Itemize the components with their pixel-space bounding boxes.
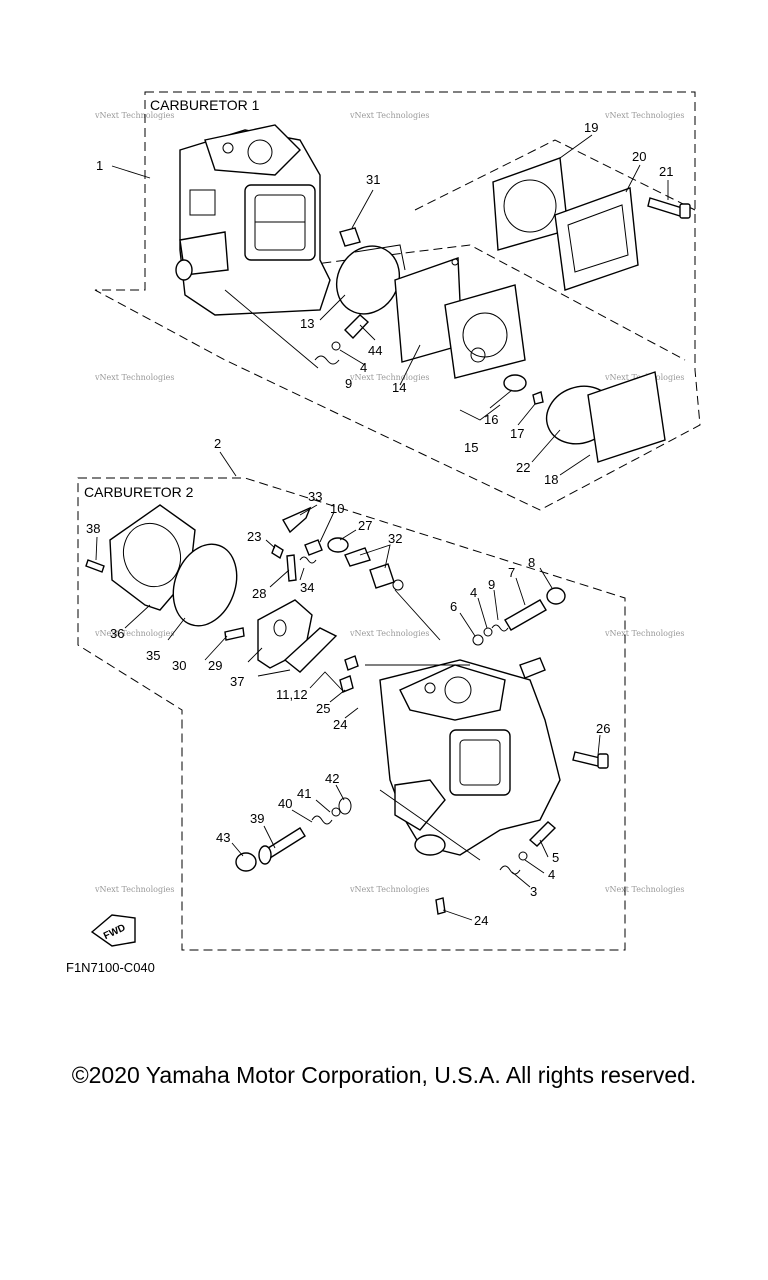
- carburetor-1-leaders: [111, 134, 669, 476]
- callout-9-b: 9: [488, 577, 495, 592]
- callout-34: 34: [300, 580, 314, 595]
- watermark: vNext Technologies: [94, 373, 174, 382]
- callout-36: 36: [110, 626, 124, 641]
- carburetor-2-parts: [85, 504, 609, 947]
- callout-11-12: 11,12: [276, 687, 308, 702]
- carburetor-2-leaders: [95, 504, 601, 921]
- callout-39: 39: [250, 811, 264, 826]
- callout-24: 24: [333, 717, 347, 732]
- watermark: vNext Technologies: [349, 373, 429, 382]
- watermark: vNext Technologies: [604, 111, 684, 120]
- callout-4: 4: [360, 360, 367, 375]
- watermark: vNext Technologies: [94, 629, 174, 638]
- callout-13: 13: [300, 316, 314, 331]
- callout-31: 31: [366, 172, 380, 187]
- carburetor-1-title: CARBURETOR 1: [150, 97, 260, 113]
- callout-37: 37: [230, 674, 244, 689]
- carburetor-1-parts: [175, 124, 691, 463]
- callout-5: 5: [552, 850, 559, 865]
- watermark: vNext Technologies: [349, 629, 429, 638]
- watermark: vNext Technologies: [604, 885, 684, 894]
- carburetor-2-boundary: [77, 477, 626, 951]
- callout-33: 33: [308, 489, 322, 504]
- watermark: vNext Technologies: [94, 885, 174, 894]
- callout-42: 42: [325, 771, 339, 786]
- callout-6: 6: [450, 599, 457, 614]
- callout-4-b: 4: [470, 585, 477, 600]
- callout-41: 41: [297, 786, 311, 801]
- callout-7: 7: [508, 565, 515, 580]
- carburetor-2-title: CARBURETOR 2: [84, 484, 194, 500]
- callout-19: 19: [584, 120, 598, 135]
- callout-27: 27: [358, 518, 372, 533]
- watermark: vNext Technologies: [604, 629, 684, 638]
- watermark: vNext Technologies: [94, 111, 174, 120]
- callout-25: 25: [316, 701, 330, 716]
- callout-24-b: 24: [474, 913, 488, 928]
- callout-4-c: 4: [548, 867, 555, 882]
- callout-3: 3: [530, 884, 537, 899]
- copyright-notice: ©2020 Yamaha Motor Corporation, U.S.A. A…: [71, 1062, 697, 1088]
- callout-32: 32: [388, 531, 402, 546]
- callout-28: 28: [252, 586, 266, 601]
- callout-38: 38: [86, 521, 100, 536]
- carburetor-1-callouts: 1 19 20 21 31 13 44 4 9 14 16 17 15 22 1…: [96, 120, 673, 487]
- watermark: vNext Technologies: [349, 111, 429, 120]
- carburetor-1-sub-boundary: [414, 139, 696, 211]
- callout-26: 26: [596, 721, 610, 736]
- callout-18: 18: [544, 472, 558, 487]
- callout-8: 8: [528, 555, 535, 570]
- diagram-code: F1N7100-C040: [66, 960, 155, 975]
- callout-43: 43: [216, 830, 230, 845]
- callout-10: 10: [330, 501, 344, 516]
- carburetor-1-boundary: [94, 91, 701, 511]
- callout-44: 44: [368, 343, 382, 358]
- exploded-parts-diagram: vNext Technologies vNext Technologies vN…: [66, 91, 701, 975]
- callout-23: 23: [247, 529, 261, 544]
- fwd-arrow-icon: [90, 914, 136, 947]
- callout-40: 40: [278, 796, 292, 811]
- callout-1: 1: [96, 158, 103, 173]
- callout-9: 9: [345, 376, 352, 391]
- callout-35: 35: [146, 648, 160, 663]
- carburetor-1-inner-boundary: [224, 244, 686, 361]
- callout-17: 17: [510, 426, 524, 441]
- carburetor-2-callouts: 33 10 27 32 23 28 34 38 36 35 30 29 37 1…: [86, 489, 610, 928]
- callout-29: 29: [208, 658, 222, 673]
- watermark: vNext Technologies: [349, 885, 429, 894]
- callout-16: 16: [484, 412, 498, 427]
- callout-14: 14: [392, 380, 406, 395]
- callout-21: 21: [659, 164, 673, 179]
- callout-20: 20: [632, 149, 646, 164]
- callout-30: 30: [172, 658, 186, 673]
- callout-15: 15: [464, 440, 478, 455]
- callout-22: 22: [516, 460, 530, 475]
- callout-2: 2: [214, 436, 221, 451]
